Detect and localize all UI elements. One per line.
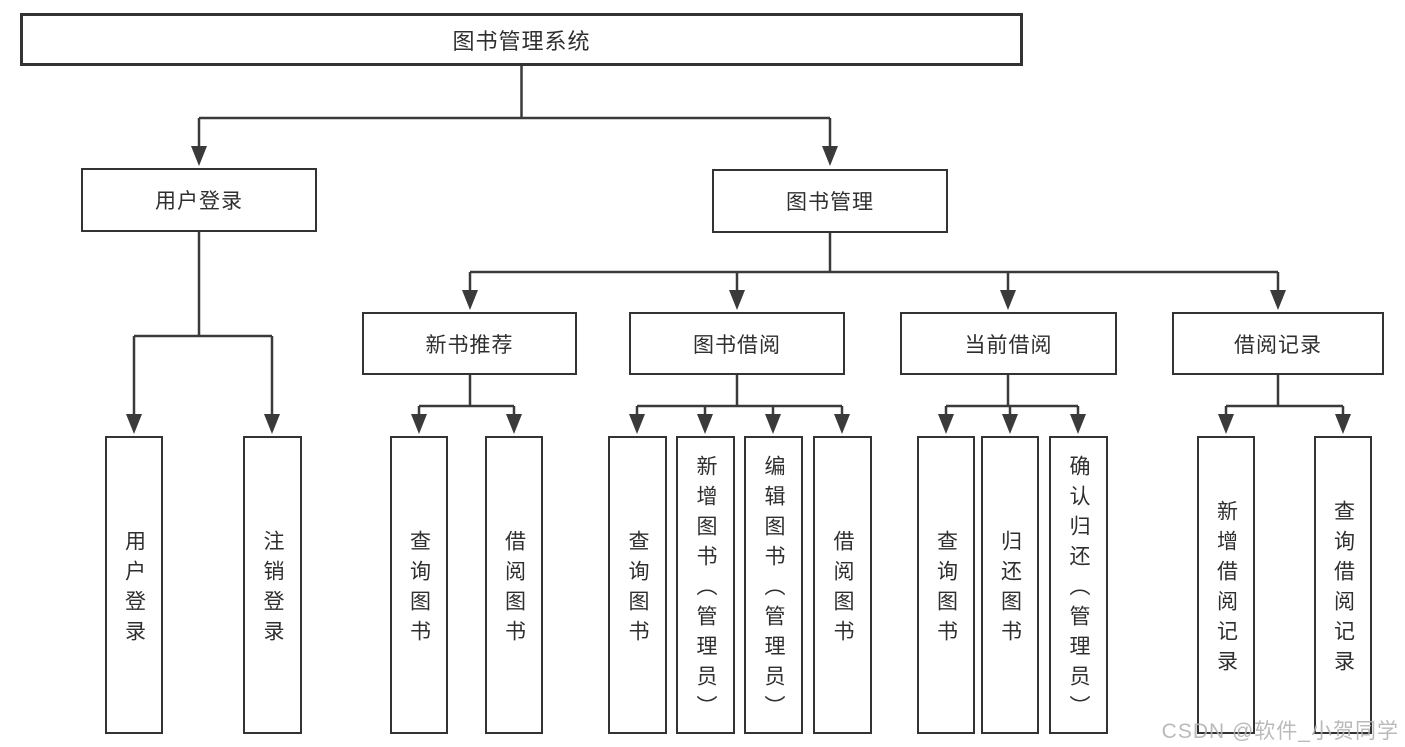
leaf-borrow-query-books: 查询图书	[608, 436, 667, 734]
leaf-confirm-return-admin-label: 确认归还（管理员）	[1067, 454, 1090, 725]
leaf-query-borrow-record: 查询借阅记录	[1314, 436, 1372, 734]
node-book-borrow: 图书借阅	[629, 312, 845, 375]
leaf-add-borrow-record: 新增借阅记录	[1197, 436, 1255, 734]
watermark: CSDN @软件_小贺同学	[1161, 720, 1399, 743]
node-book-management-label: 图书管理	[786, 191, 874, 214]
leaf-user-login: 用户登录	[105, 436, 163, 734]
leaf-edit-books-admin: 编辑图书（管理员）	[744, 436, 803, 734]
leaf-logout: 注销登录	[243, 436, 302, 734]
leaf-borrow-books-label: 借阅图书	[831, 529, 854, 650]
leaf-add-borrow-record-label: 新增借阅记录	[1214, 499, 1238, 680]
leaf-recommend-borrow-books: 借阅图书	[485, 436, 543, 734]
node-root: 图书管理系统	[20, 13, 1023, 66]
node-current-borrow: 当前借阅	[900, 312, 1117, 375]
node-borrow-records: 借阅记录	[1172, 312, 1384, 375]
leaf-recommend-borrow-books-label: 借阅图书	[502, 529, 526, 650]
leaf-query-borrow-record-label: 查询借阅记录	[1331, 499, 1355, 680]
node-current-borrow-label: 当前借阅	[964, 333, 1053, 357]
leaf-add-books-admin-label: 新增图书（管理员）	[694, 454, 717, 725]
node-new-book-recommend: 新书推荐	[362, 312, 577, 375]
leaf-borrow-query-books-label: 查询图书	[626, 529, 649, 650]
leaf-logout-label: 注销登录	[261, 529, 284, 650]
node-user-login: 用户登录	[81, 168, 317, 232]
leaf-borrow-books: 借阅图书	[813, 436, 872, 734]
node-user-login-label: 用户登录	[155, 190, 243, 213]
node-new-book-recommend-label: 新书推荐	[425, 333, 514, 357]
leaf-confirm-return-admin: 确认归还（管理员）	[1049, 436, 1108, 734]
leaf-add-books-admin: 新增图书（管理员）	[676, 436, 735, 734]
leaf-current-query-books: 查询图书	[917, 436, 975, 734]
leaf-edit-books-admin-label: 编辑图书（管理员）	[762, 454, 785, 725]
leaf-return-books: 归还图书	[981, 436, 1039, 734]
node-book-borrow-label: 图书借阅	[693, 333, 781, 357]
leaf-user-login-label: 用户登录	[122, 529, 146, 650]
node-borrow-records-label: 借阅记录	[1234, 333, 1322, 357]
leaf-recommend-query-books-label: 查询图书	[407, 529, 431, 650]
leaf-current-query-books-label: 查询图书	[934, 529, 958, 650]
leaf-recommend-query-books: 查询图书	[390, 436, 448, 734]
leaf-return-books-label: 归还图书	[998, 529, 1022, 650]
node-root-label: 图书管理系统	[452, 28, 591, 54]
node-book-management: 图书管理	[712, 169, 948, 233]
